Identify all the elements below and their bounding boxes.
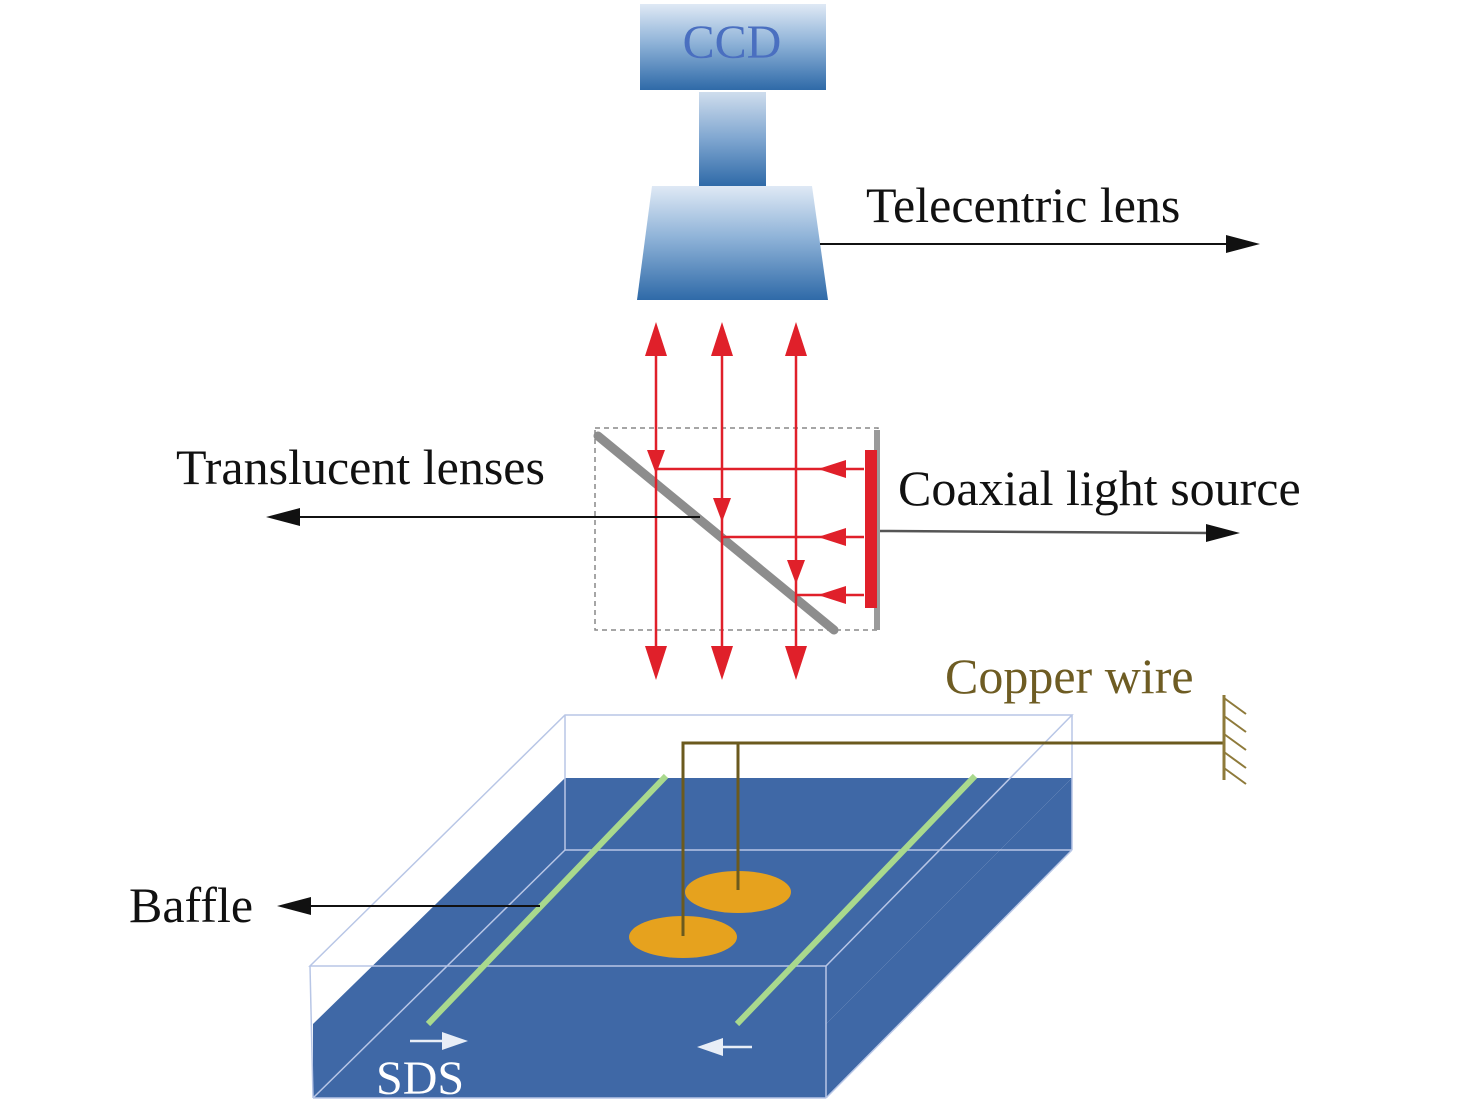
coaxial-arrow-line — [879, 529, 1213, 535]
baffle-annotation: Baffle — [129, 877, 540, 933]
water-tank: SDS — [308, 714, 1074, 1105]
droplet-front — [629, 916, 737, 958]
wall-mount-hatch — [1223, 697, 1247, 785]
baffle-label: Baffle — [129, 877, 253, 933]
beam-splitter-housing — [594, 427, 879, 631]
telecentric-arrow-head — [1226, 235, 1260, 253]
beam-splitter-assembly — [593, 427, 880, 635]
reflection-3-arrowhead — [787, 560, 805, 584]
telecentric-lens-label: Telecentric lens — [866, 177, 1180, 233]
telecentric-lens-body — [637, 186, 828, 300]
translucent-lenses-label: Translucent lenses — [176, 439, 545, 495]
baffle-arrow-head — [277, 897, 311, 915]
ray-2-up-arrowhead — [711, 322, 733, 356]
ray-3-up-arrowhead — [785, 322, 807, 356]
translucent-lens-plate — [593, 431, 839, 635]
ray-1-up-arrowhead — [645, 322, 667, 356]
ray-2-down-arrowhead — [711, 646, 733, 680]
ccd-neck — [699, 92, 766, 186]
coaxial-light-label: Coaxial light source — [898, 460, 1301, 516]
sds-flow-arrow-right — [410, 1032, 468, 1050]
water-right-face — [826, 778, 1072, 1098]
sds-flow-arrow-left — [697, 1038, 752, 1056]
horizontal-ray-3-arrowhead — [818, 586, 846, 604]
horizontal-ray-2-arrowhead — [818, 528, 846, 546]
reflection-1-arrowhead — [647, 450, 665, 474]
telecentric-lens-annotation: Telecentric lens — [820, 177, 1260, 253]
light-rays — [645, 322, 864, 680]
water-front-face — [313, 1024, 826, 1098]
copper-wire-left — [681, 741, 1224, 936]
translucent-arrow-head — [266, 508, 300, 526]
coaxial-light-annotation: Coaxial light source — [879, 460, 1301, 542]
copper-wire-assembly — [681, 695, 1247, 936]
reflection-2-arrowhead — [713, 498, 731, 522]
coaxial-arrow-head — [1206, 524, 1240, 542]
ray-1-down-arrowhead — [645, 646, 667, 680]
baffle-left — [425, 773, 669, 1027]
ccd-body — [640, 4, 826, 90]
sds-label: SDS — [376, 1052, 464, 1105]
tank-glass-edges — [308, 714, 1074, 1099]
copper-wire-label: Copper wire — [945, 648, 1194, 704]
horizontal-ray-1-arrowhead — [818, 460, 846, 478]
translucent-lenses-annotation: Translucent lenses — [176, 439, 700, 526]
droplet-back — [685, 871, 791, 913]
ray-3-down-arrowhead — [785, 646, 807, 680]
ccd-camera: CCD — [637, 4, 828, 300]
baffle-right — [734, 773, 978, 1027]
ccd-label: CCD — [683, 16, 782, 69]
